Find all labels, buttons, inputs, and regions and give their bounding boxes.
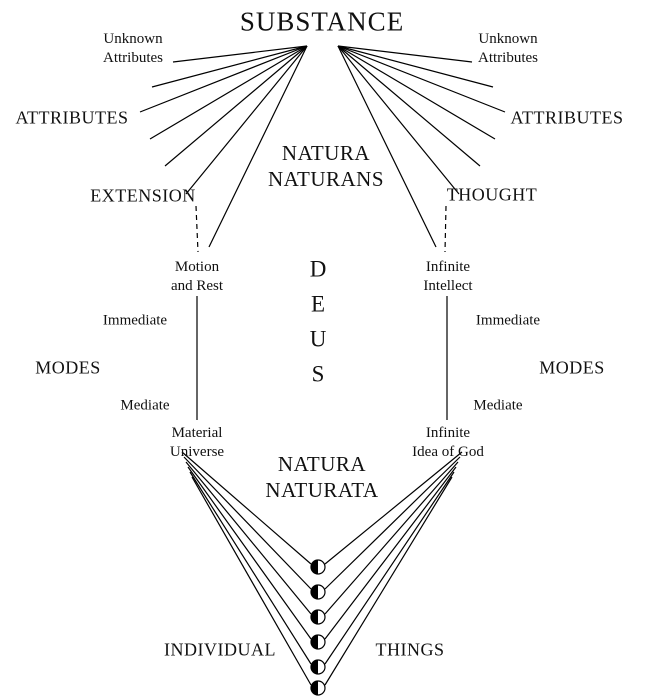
motion-and-rest-line2: and Rest: [170, 278, 224, 294]
deus-label: D E U S: [310, 257, 327, 388]
attribute-to-mode-dashed-lines: [195, 205, 447, 253]
left-attributes-label: ATTRIBUTES: [15, 107, 129, 128]
extension-label: EXTENSION: [90, 185, 196, 206]
thought-label: THOUGHT: [446, 184, 538, 205]
natura-naturata-line2: NATURATA: [262, 477, 382, 503]
infinite-idea-of-god-line2: Idea of God: [412, 444, 484, 460]
motion-and-rest-line1: Motion: [174, 259, 220, 275]
individual-thing-icon: [310, 659, 326, 675]
left-individual-things-lines: [181, 451, 312, 686]
infinite-intellect-line2: Intellect: [423, 278, 473, 294]
natura-naturans-line1: NATURA: [281, 141, 371, 165]
mode-chain-lines: [196, 296, 448, 420]
left-mediate-label: Mediate: [120, 397, 170, 414]
infinite-idea-of-god-line1: Infinite: [425, 425, 471, 441]
material-universe-label: Material Universe: [170, 424, 224, 462]
deus-letter-s: S: [311, 361, 325, 387]
individual-thing-icon: [310, 680, 326, 696]
left-unknown-attributes-line1: Unknown: [103, 31, 163, 47]
individual-label: INDIVIDUAL: [164, 639, 276, 660]
left-immediate-label: Immediate: [102, 312, 168, 329]
right-attributes-label: ATTRIBUTES: [510, 107, 624, 128]
infinite-idea-of-god-label: Infinite Idea of God: [412, 424, 484, 462]
deus-letter-u: U: [309, 326, 327, 352]
right-mediate-label: Mediate: [473, 397, 523, 414]
right-immediate-label: Immediate: [475, 312, 541, 329]
motion-and-rest-label: Motion and Rest: [171, 258, 223, 296]
material-universe-line1: Material: [171, 425, 223, 441]
individual-thing-icon: [310, 559, 326, 575]
things-label: THINGS: [375, 639, 445, 660]
natura-naturata-line1: NATURA: [262, 451, 382, 477]
left-attribute-fan-lines: [139, 45, 308, 248]
individual-things-icons: [310, 559, 326, 696]
right-individual-things-lines: [324, 451, 463, 686]
infinite-intellect-label: Infinite Intellect: [423, 258, 472, 296]
right-unknown-attributes-line2: Attributes: [478, 50, 538, 66]
infinite-intellect-line1: Infinite: [425, 259, 471, 275]
individual-thing-icon: [310, 609, 326, 625]
natura-naturata-label: NATURA NATURATA: [262, 451, 382, 503]
material-universe-line2: Universe: [169, 444, 225, 460]
left-modes-label: MODES: [35, 357, 101, 378]
deus-letter-e: E: [310, 291, 326, 317]
right-unknown-attributes-label: Unknown Attributes: [478, 30, 538, 68]
left-unknown-attributes-label: Unknown Attributes: [103, 30, 163, 68]
right-attribute-fan-lines: [337, 45, 506, 248]
left-unknown-attributes-line2: Attributes: [103, 50, 163, 66]
individual-thing-icon: [310, 584, 326, 600]
natura-naturans-line2: NATURANS: [267, 167, 385, 191]
individual-thing-icon: [310, 634, 326, 650]
deus-letter-d: D: [309, 256, 327, 282]
right-modes-label: MODES: [539, 357, 605, 378]
natura-naturans-label: NATURA NATURANS: [268, 140, 384, 192]
right-unknown-attributes-line1: Unknown: [478, 31, 538, 47]
substance-title: SUBSTANCE: [239, 6, 405, 37]
